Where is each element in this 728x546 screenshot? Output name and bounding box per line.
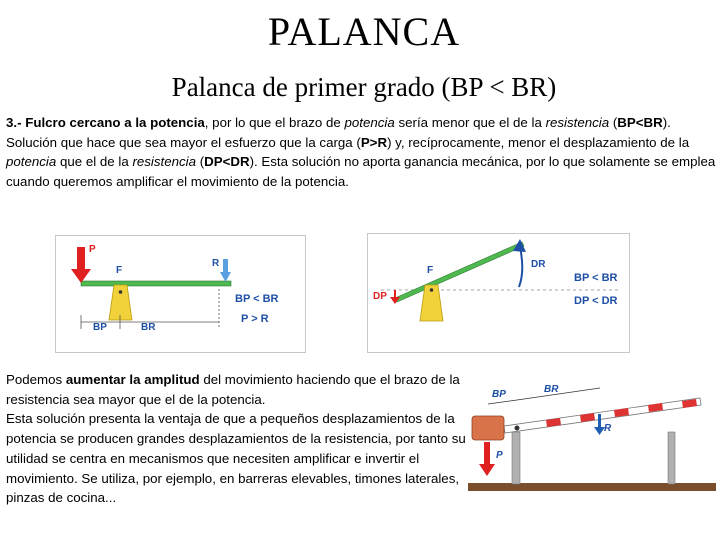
text: Podemos bbox=[6, 372, 66, 387]
barrier-illustration: BP BR R P bbox=[468, 384, 716, 491]
lever-forces-diagram: P F R BP BR BP < BR P > R bbox=[55, 235, 306, 353]
text: Solución que hace que sea mayor el esfue… bbox=[6, 134, 361, 150]
fulcrum bbox=[108, 284, 133, 321]
barrier-end-post bbox=[667, 431, 676, 485]
relation-p-r: P > R bbox=[241, 313, 269, 325]
lever-displacement-diagram: F DR DP BP < BR DP < DR bbox=[367, 233, 630, 353]
arm-bp-line bbox=[487, 399, 518, 405]
text: ). bbox=[662, 115, 671, 130]
label-br: BR bbox=[544, 384, 559, 395]
intro-paragraph: 3.- Fulcro cercano a la potencia, por lo… bbox=[6, 113, 722, 192]
force-p-arrow-head bbox=[479, 464, 495, 476]
relation-bp-br: BP<BR bbox=[617, 115, 663, 130]
counterweight bbox=[471, 415, 505, 441]
label-dp: DP bbox=[373, 291, 387, 302]
text: que el de la bbox=[56, 154, 133, 170]
relation-bp-br: BP < BR bbox=[574, 272, 618, 284]
text: ( bbox=[609, 115, 618, 130]
barrier-stripe bbox=[648, 403, 663, 412]
force-r-arrow-head bbox=[220, 272, 231, 282]
figure-frame bbox=[55, 235, 306, 353]
force-p-arrow-shaft bbox=[77, 247, 85, 271]
relation-dp-dr: DP < DR bbox=[574, 295, 618, 307]
force-r-arrow-shaft bbox=[223, 259, 228, 273]
barrier-post bbox=[511, 431, 521, 485]
amplitude-bold: aumentar la amplitud bbox=[65, 372, 200, 387]
text: del movimiento haciendo que el brazo de … bbox=[6, 372, 460, 407]
label-br: BR bbox=[141, 322, 156, 333]
force-p-arrow-head bbox=[71, 269, 91, 283]
force-p-arrow-shaft bbox=[484, 442, 490, 466]
text: sería menor que el de la bbox=[394, 115, 546, 130]
page-title: PALANCA bbox=[267, 9, 461, 54]
label-f: F bbox=[427, 265, 433, 276]
force-r-arrow-shaft bbox=[598, 414, 601, 428]
text: Esta solución presenta la ventaja de que… bbox=[6, 411, 466, 506]
ground bbox=[468, 483, 716, 491]
barrier-stripe bbox=[580, 413, 595, 422]
fulcrum bbox=[419, 284, 444, 322]
relation-dp-dr: DP<DR bbox=[204, 154, 250, 170]
text-potencia: potencia bbox=[344, 115, 395, 130]
displacement-p-arrowhead bbox=[390, 297, 400, 304]
relation-bp-br: BP < BR bbox=[235, 293, 279, 305]
label-p: P bbox=[89, 244, 96, 255]
text: , por lo que el brazo de bbox=[204, 115, 345, 130]
force-r-arrow-head bbox=[594, 427, 605, 435]
label-p: P bbox=[496, 450, 503, 461]
label-r: R bbox=[212, 258, 220, 269]
text-resistencia: resistencia bbox=[545, 115, 610, 130]
fulcrum-pivot bbox=[118, 290, 123, 294]
fulcrum-pivot bbox=[429, 288, 434, 292]
pivot bbox=[514, 425, 520, 431]
label-f: F bbox=[116, 265, 122, 276]
page-subtitle: Palanca de primer grado (BP < BR) bbox=[171, 72, 557, 102]
text: ) y, recíprocamente, menor el desplazami… bbox=[387, 134, 690, 150]
relation-p-r: P>R bbox=[360, 134, 388, 150]
text-resistencia: resistencia bbox=[132, 154, 196, 170]
label-bp: BP bbox=[93, 322, 107, 333]
barrier-stripe bbox=[546, 418, 561, 427]
amplitude-paragraph: Podemos aumentar la amplitud del movimie… bbox=[6, 370, 474, 508]
text: ( bbox=[196, 154, 205, 170]
displacement-r-arrowhead bbox=[513, 239, 526, 252]
barrier-stripe bbox=[682, 399, 697, 408]
label-bp: BP bbox=[492, 389, 506, 400]
label-r: R bbox=[604, 423, 612, 434]
label-dr: DR bbox=[531, 259, 546, 270]
text: ). Esta solución no aporta ganancia mecá… bbox=[6, 154, 716, 190]
barrier-stripe bbox=[614, 408, 629, 417]
text-potencia: potencia bbox=[6, 154, 57, 170]
lever-type-heading: 3.- Fulcro cercano a la potencia bbox=[6, 115, 205, 130]
lever-bar bbox=[80, 280, 232, 287]
arm-br-line bbox=[516, 387, 601, 401]
